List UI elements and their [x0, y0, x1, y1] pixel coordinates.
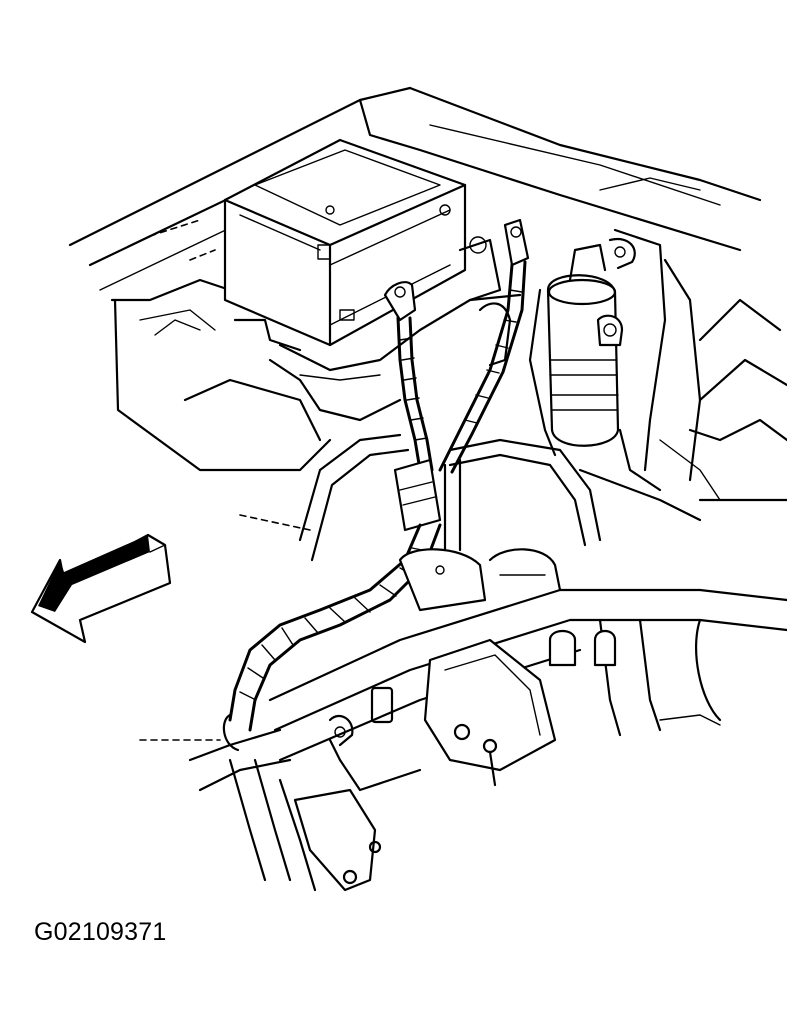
ac-accumulator: [528, 243, 662, 492]
center-bracket: [423, 638, 557, 787]
front-direction-arrow-icon: [30, 533, 172, 644]
figure-code-label: G02109371: [34, 918, 167, 946]
right-side-components: [578, 228, 787, 522]
lower-front-structure: [139, 514, 394, 892]
fender-outline: [68, 86, 762, 472]
center-housing: [398, 548, 562, 612]
battery: [223, 138, 467, 352]
